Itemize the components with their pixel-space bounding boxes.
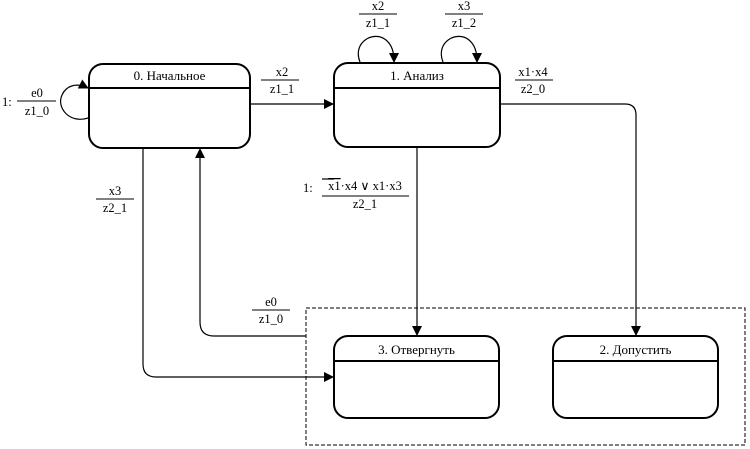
state-1-analysis[interactable]: 1. Анализ <box>333 62 501 148</box>
transition-1-3-action: z2_1 <box>353 197 377 211</box>
transition-1-3-priority: 1: <box>303 181 313 195</box>
transition-0-0-condition: e0 <box>31 86 43 100</box>
transition-1-1-b-condition: x3 <box>458 0 471 13</box>
state-0-initial[interactable]: 0. Начальное <box>88 63 251 149</box>
transition-1-1-a-condition: x2 <box>372 0 385 13</box>
state-3-reject[interactable]: 3. Отвергнуть <box>333 335 500 419</box>
transition-0-1-action: z1_1 <box>270 82 294 96</box>
transition-1-1-a-action: z1_1 <box>366 16 390 30</box>
transition-1-3-negated-var: x1 <box>328 179 341 193</box>
transition-0-3-condition: x3 <box>109 184 122 198</box>
transition-0-0[interactable]: 1: e0 z1_0 <box>2 79 89 120</box>
transition-1-2-action: z2_0 <box>521 82 545 96</box>
transition-0-0-priority: 1: <box>2 95 12 109</box>
transition-1-2-condition: x1·x4 <box>518 65 548 79</box>
transition-group-0[interactable]: e0 z1_0 <box>195 148 306 337</box>
transition-1-1-a[interactable]: x2 z1_1 <box>357 0 399 63</box>
state-2-accept[interactable]: 2. Допустить <box>552 335 719 419</box>
transition-0-1-condition: x2 <box>276 65 289 79</box>
transition-1-1-b-action: z1_2 <box>452 16 476 30</box>
transition-0-1[interactable]: x2 z1_1 <box>250 65 334 109</box>
state-2-title: 2. Допустить <box>600 342 672 357</box>
transition-0-3[interactable]: x3 z2_1 <box>96 148 334 382</box>
transition-1-2[interactable]: x1·x4 z2_0 <box>500 65 641 336</box>
state-3-title: 3. Отвергнуть <box>378 342 455 357</box>
transition-0-0-action: z1_0 <box>25 104 49 118</box>
transition-group-0-condition: e0 <box>265 295 277 309</box>
transition-1-1-b[interactable]: x3 z1_2 <box>440 0 483 63</box>
transition-1-3-condition: x1·x4 ∨ x1·x3 <box>328 179 402 193</box>
state-0-title: 0. Начальное <box>134 68 206 83</box>
transition-1-3-condition-rest: ·x4 ∨ x1·x3 <box>341 179 402 193</box>
transition-1-3[interactable]: 1: x1·x4 ∨ x1·x3 z2_1 <box>303 147 422 336</box>
state-1-title: 1. Анализ <box>390 68 444 83</box>
transition-group-0-action: z1_0 <box>259 312 283 326</box>
transition-0-3-action: z2_1 <box>103 201 127 215</box>
